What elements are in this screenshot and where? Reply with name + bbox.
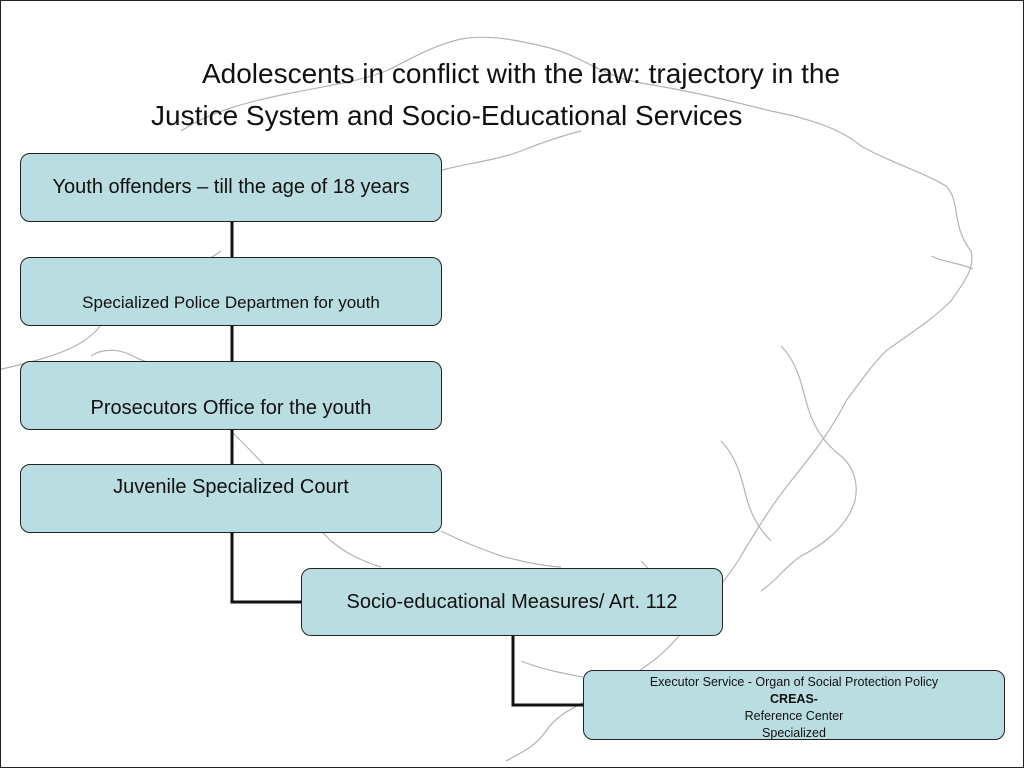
executor-service-creas: CREAS-	[770, 692, 818, 706]
executor-service-box: Executor Service - Organ of Social Prote…	[583, 670, 1005, 740]
juvenile-court-label: Juvenile Specialized Court	[113, 476, 349, 498]
police-department-box: Specialized Police Departmen for youth	[20, 257, 442, 326]
prosecutors-office-label: Prosecutors Office for the youth	[90, 397, 372, 419]
connector-court-measures	[230, 533, 301, 604]
juvenile-court-box: Juvenile Specialized Court	[20, 464, 442, 533]
police-department-label: Specialized Police Departmen for youth	[82, 293, 380, 312]
youth-offenders-box: Youth offenders – till the age of 18 yea…	[20, 153, 442, 222]
page-title: Adolescents in conflict with the law: tr…	[101, 53, 941, 137]
prosecutors-office-box: Prosecutors Office for the youth	[20, 361, 442, 430]
title-line-1: Adolescents in conflict with the law: tr…	[201, 58, 841, 89]
connector-measures-executor	[511, 636, 583, 707]
socio-educational-measures-label: Socio-educational Measures/ Art. 112	[346, 590, 678, 613]
socio-educational-measures-box: Socio-educational Measures/ Art. 112	[301, 568, 723, 636]
executor-service-line-3: Reference Center	[744, 709, 844, 723]
youth-offenders-label: Youth offenders – till the age of 18 yea…	[52, 176, 410, 198]
executor-service-line-4: Specialized	[762, 726, 826, 740]
title-line-2: Justice System and Socio-Educational Ser…	[151, 100, 743, 131]
executor-service-line-1: Executor Service - Organ of Social Prote…	[649, 675, 939, 689]
